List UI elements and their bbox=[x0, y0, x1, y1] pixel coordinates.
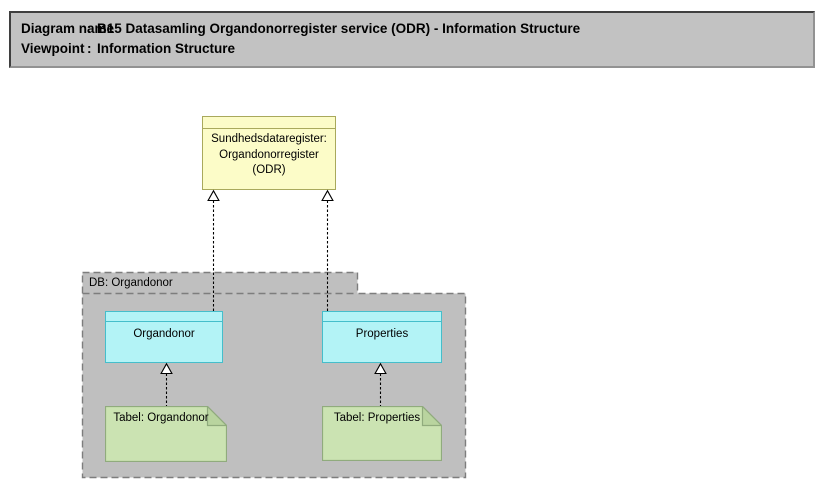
note-shape bbox=[322, 406, 442, 461]
hollow-triangle-arrowhead-icon bbox=[207, 189, 220, 202]
note-body bbox=[105, 406, 227, 462]
data-object-organdonor[interactable]: Organdonor bbox=[105, 311, 223, 363]
hollow-triangle-arrowhead-icon bbox=[321, 189, 334, 202]
register-object-label: Sundhedsdataregister: Organdonorregister… bbox=[211, 133, 327, 176]
note-shape bbox=[105, 406, 227, 462]
table-note-organdonor-label: Tabel: Organdonor bbox=[113, 412, 209, 424]
register-object-top-strip bbox=[203, 117, 335, 129]
note-folded-corner bbox=[206, 406, 227, 427]
diagram-name-row: Diagram name: B15 Datasamling Organdonorr… bbox=[21, 19, 803, 39]
table-note-organdonor[interactable]: Tabel: Organdonor bbox=[105, 406, 227, 462]
viewpoint-label: Viewpoint bbox=[21, 41, 85, 56]
table-note-properties[interactable]: Tabel: Properties bbox=[322, 406, 442, 461]
diagram-name-separator: : bbox=[87, 21, 92, 36]
note-folded-corner bbox=[421, 406, 442, 427]
register-object-odr[interactable]: Sundhedsdataregister: Organdonorregister… bbox=[202, 116, 336, 190]
diagram-title-box: Diagram name: B15 Datasamling Organdonorr… bbox=[9, 11, 815, 68]
note-body bbox=[322, 406, 442, 461]
viewpoint-separator: : bbox=[87, 41, 92, 56]
data-object-properties[interactable]: Properties bbox=[322, 311, 442, 363]
hollow-triangle-arrowhead-icon bbox=[374, 362, 387, 375]
hollow-triangle-arrowhead-icon bbox=[160, 362, 173, 375]
diagram-name-label: Diagram name bbox=[21, 21, 115, 36]
data-object-top-strip bbox=[106, 312, 222, 322]
data-object-top-strip bbox=[323, 312, 441, 322]
data-object-properties-label: Properties bbox=[355, 328, 409, 340]
group-db-organdonor-label[interactable]: DB: Organdonor bbox=[89, 277, 173, 289]
diagram-name-value: B15 Datasamling Organdonorregister servi… bbox=[97, 21, 581, 36]
viewpoint-value: Information Structure bbox=[97, 41, 236, 56]
table-note-properties-label: Tabel: Properties bbox=[333, 412, 421, 424]
viewpoint-row: Viewpoint: Information Structure bbox=[21, 39, 803, 59]
data-object-organdonor-label: Organdonor bbox=[133, 328, 195, 340]
